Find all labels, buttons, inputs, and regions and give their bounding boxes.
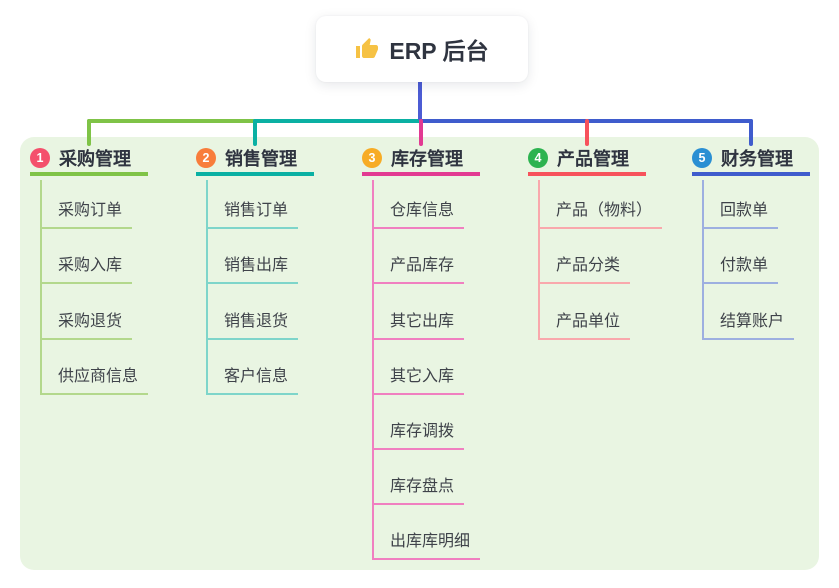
child-node: 回款单 xyxy=(702,195,779,229)
child-node: 产品库存 xyxy=(372,250,465,284)
branch-number-badge: 4 xyxy=(528,148,548,168)
root-connector-line xyxy=(418,82,422,120)
child-label: 采购退货 xyxy=(58,313,123,330)
child-label: 库存调拨 xyxy=(390,423,455,440)
child-node: 销售订单 xyxy=(206,195,299,229)
branch-header: 1 采购管理 xyxy=(30,146,148,176)
branch-spine-line xyxy=(538,180,540,340)
child-label: 产品（物料） xyxy=(556,202,653,219)
child-label: 销售出库 xyxy=(224,257,289,274)
branches-panel xyxy=(20,137,819,570)
branch-procurement: 1 采购管理 采购订单 采购入库 采购退货 供应商信息 xyxy=(30,146,149,395)
child-label: 其它入库 xyxy=(390,368,455,385)
child-node: 仓库信息 xyxy=(372,195,465,229)
child-node: 库存盘点 xyxy=(372,471,465,505)
branch-finance: 5 财务管理 回款单 付款单 结算账户 xyxy=(692,146,810,340)
branch-header: 3 库存管理 xyxy=(362,146,480,176)
child-label: 其它出库 xyxy=(390,313,455,330)
branch-number-badge: 3 xyxy=(362,148,382,168)
child-label: 产品单位 xyxy=(556,313,621,330)
child-label: 库存盘点 xyxy=(390,478,455,495)
child-node: 结算账户 xyxy=(702,306,795,340)
child-label: 产品库存 xyxy=(390,257,455,274)
child-label: 客户信息 xyxy=(224,368,289,385)
branch-header: 2 销售管理 xyxy=(196,146,314,176)
branch-spine-line xyxy=(40,180,42,395)
child-node: 采购入库 xyxy=(40,250,133,284)
branch-title: 财务管理 xyxy=(721,149,793,169)
branch-spine-line xyxy=(372,180,374,560)
branch-title: 库存管理 xyxy=(391,149,463,169)
branch-product: 4 产品管理 产品（物料） 产品分类 产品单位 xyxy=(528,146,663,340)
branch-title: 产品管理 xyxy=(557,149,629,169)
child-label: 销售退货 xyxy=(224,313,289,330)
child-node: 产品（物料） xyxy=(538,195,663,229)
connector-segment-1 xyxy=(87,119,255,123)
child-node: 采购退货 xyxy=(40,306,133,340)
connector-segment-2 xyxy=(253,119,421,123)
branch-number-badge: 2 xyxy=(196,148,216,168)
branch-number-badge: 5 xyxy=(692,148,712,168)
child-node: 销售出库 xyxy=(206,250,299,284)
child-label: 仓库信息 xyxy=(390,202,455,219)
branch-spine-line xyxy=(206,180,208,395)
branch-number-badge: 1 xyxy=(30,148,50,168)
child-label: 结算账户 xyxy=(720,313,785,330)
child-node: 采购订单 xyxy=(40,195,133,229)
child-label: 产品分类 xyxy=(556,257,621,274)
branch-inventory: 3 库存管理 仓库信息 产品库存 其它出库 其它入库 库存调拨 库存盘点 出库库… xyxy=(362,146,481,560)
child-label: 付款单 xyxy=(720,257,769,274)
child-node: 产品分类 xyxy=(538,250,631,284)
child-node: 客户信息 xyxy=(206,361,299,395)
child-node: 供应商信息 xyxy=(40,361,149,395)
branch-header: 5 财务管理 xyxy=(692,146,810,176)
branch-title: 采购管理 xyxy=(59,149,131,169)
connector-drop-2 xyxy=(253,119,257,146)
branch-spine-line xyxy=(702,180,704,340)
root-node: ERP 后台 xyxy=(316,16,528,82)
connector-drop-3 xyxy=(419,119,423,146)
child-node: 产品单位 xyxy=(538,306,631,340)
child-label: 采购订单 xyxy=(58,202,123,219)
connector-drop-5 xyxy=(749,119,753,146)
child-node: 其它入库 xyxy=(372,361,465,395)
connector-drop-1 xyxy=(87,119,91,146)
branch-sales: 2 销售管理 销售订单 销售出库 销售退货 客户信息 xyxy=(196,146,314,395)
child-label: 销售订单 xyxy=(224,202,289,219)
child-node: 其它出库 xyxy=(372,306,465,340)
child-node: 付款单 xyxy=(702,250,779,284)
connector-drop-4 xyxy=(585,119,589,146)
child-node: 库存调拨 xyxy=(372,416,465,450)
branch-title: 销售管理 xyxy=(225,149,297,169)
child-node: 出库库明细 xyxy=(372,526,481,560)
child-label: 出库库明细 xyxy=(390,533,471,550)
child-label: 回款单 xyxy=(720,202,769,219)
child-node: 销售退货 xyxy=(206,306,299,340)
thumbs-up-icon xyxy=(356,38,379,58)
child-label: 采购入库 xyxy=(58,257,123,274)
branch-header: 4 产品管理 xyxy=(528,146,646,176)
root-label: ERP 后台 xyxy=(389,38,489,64)
child-label: 供应商信息 xyxy=(58,368,139,385)
